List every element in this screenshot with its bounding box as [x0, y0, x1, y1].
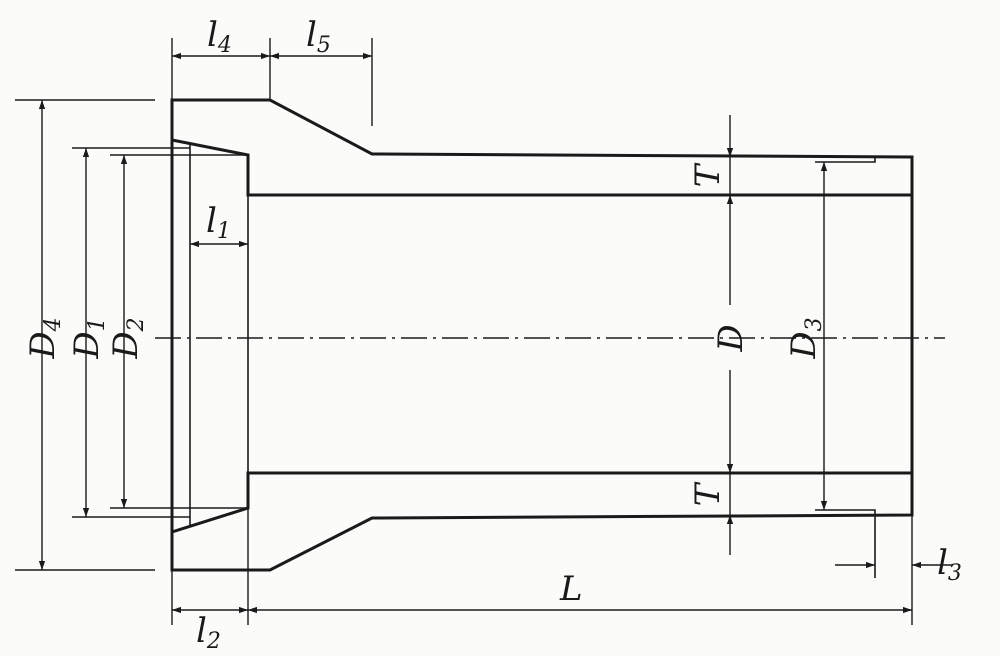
- outer-profile-top: [170, 98, 914, 197]
- label-D3: D3: [784, 317, 827, 359]
- spigot-step-top: [815, 157, 876, 163]
- label-l3: l3: [937, 543, 962, 586]
- label-l5: l5: [306, 15, 331, 58]
- label-L: L: [559, 569, 583, 609]
- label-l2: l2: [196, 611, 221, 654]
- label-T-top: T: [688, 162, 728, 187]
- spigot-step-bottom: [815, 509, 876, 515]
- label-D1: D1: [67, 317, 110, 359]
- label-T-bottom: T: [688, 481, 728, 506]
- label-l4: l4: [207, 15, 232, 58]
- label-D: D: [711, 324, 751, 352]
- label-l1: l1: [206, 201, 231, 244]
- label-D2: D2: [106, 317, 149, 359]
- label-D4: D4: [23, 317, 66, 359]
- outer-profile-bottom: [170, 471, 914, 572]
